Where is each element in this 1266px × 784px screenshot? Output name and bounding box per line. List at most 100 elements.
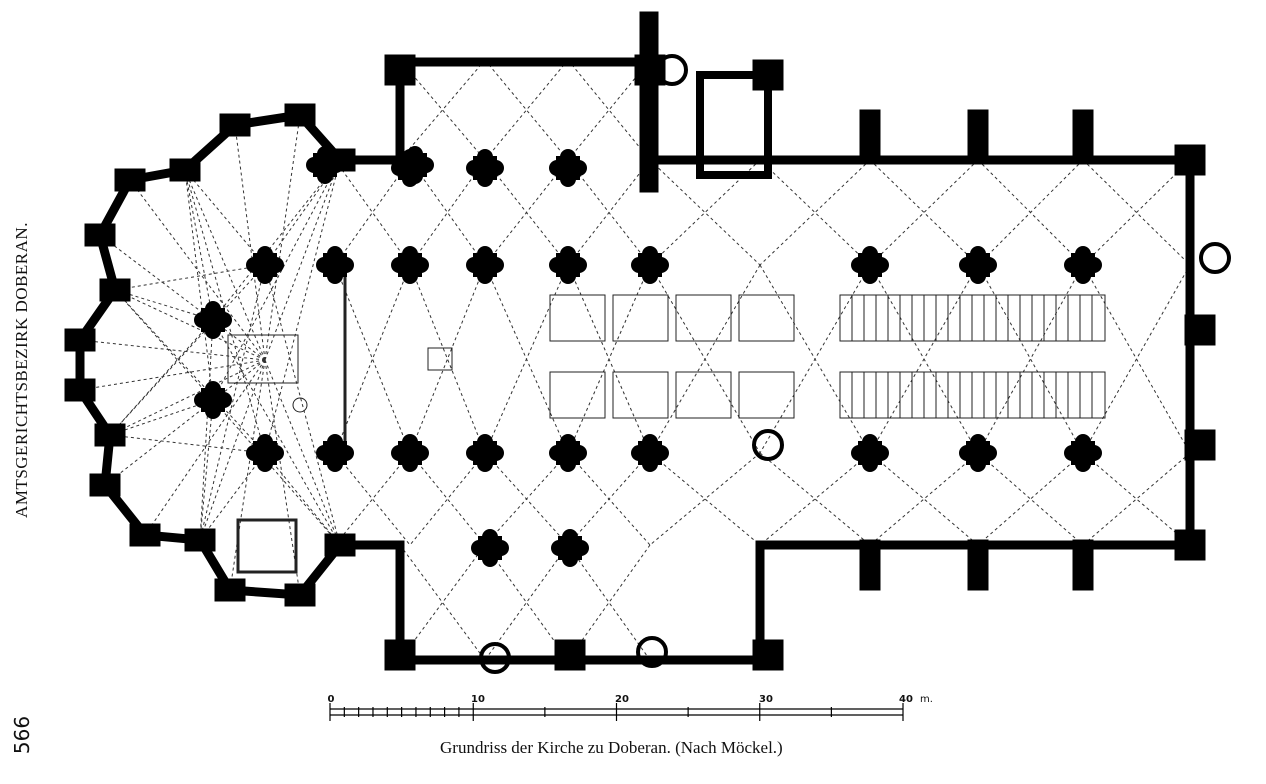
rib <box>99 234 266 361</box>
pier-shaft <box>407 168 423 184</box>
rib <box>114 289 266 454</box>
pier-shaft <box>402 456 418 472</box>
pier-shaft <box>246 445 262 461</box>
rib <box>409 264 486 454</box>
pier-shaft <box>205 301 221 317</box>
pier-shaft <box>477 149 493 165</box>
buttress <box>214 578 246 602</box>
pier-shaft <box>862 268 878 284</box>
pew-block <box>675 294 732 342</box>
stair-turret <box>752 429 784 461</box>
pier-shaft <box>551 540 567 556</box>
pier-shaft <box>246 257 262 273</box>
pier-shaft <box>560 149 576 165</box>
buttress <box>169 158 201 182</box>
rib <box>79 339 266 361</box>
pier-shaft <box>851 257 867 273</box>
pier-shaft <box>1075 268 1091 284</box>
pew-block <box>549 371 606 419</box>
vault-ribs <box>79 59 1191 661</box>
buttress <box>967 109 989 161</box>
pier-shaft <box>571 445 587 461</box>
pier-shaft <box>1075 246 1091 262</box>
pier-shaft <box>562 529 578 545</box>
pier-shaft <box>317 146 333 162</box>
high-altar <box>227 334 299 384</box>
pier-shaft <box>1086 257 1102 273</box>
caption: Grundriss der Kirche zu Doberan. (Nach M… <box>440 738 783 757</box>
piers <box>194 146 1102 567</box>
rib <box>334 452 411 546</box>
pier-shaft <box>471 540 487 556</box>
pier-shaft <box>851 445 867 461</box>
pier-shaft <box>482 529 498 545</box>
pier-shaft <box>642 246 658 262</box>
buttress <box>89 473 121 497</box>
rib <box>334 452 411 546</box>
pier-shaft <box>873 445 889 461</box>
rib <box>212 399 341 546</box>
font <box>292 397 308 413</box>
pier-shaft <box>549 445 565 461</box>
pew-block <box>738 371 795 419</box>
pier-shaft <box>1064 445 1080 461</box>
rib <box>264 264 341 546</box>
rib <box>759 159 871 266</box>
pier-shaft <box>216 312 232 328</box>
rib <box>409 452 486 546</box>
pier-shaft <box>642 456 658 472</box>
pier-shaft <box>205 381 221 397</box>
pier-shaft <box>466 257 482 273</box>
pier-shaft <box>257 434 273 450</box>
buttress <box>129 523 161 547</box>
stair-turret <box>636 636 668 668</box>
pier-shaft <box>477 434 493 450</box>
rib <box>212 319 341 546</box>
buttress <box>554 639 586 671</box>
buttress <box>1174 144 1206 176</box>
pier-shaft <box>631 257 647 273</box>
pier-shaft <box>653 445 669 461</box>
pew-block <box>549 294 606 342</box>
pier-shaft <box>328 157 344 173</box>
pier-shaft <box>970 456 986 472</box>
pier-shaft <box>560 268 576 284</box>
side-title: AMTSGERICHTSBEZIRK DOBERAN. <box>12 222 31 518</box>
pier-shaft <box>327 246 343 262</box>
pew-block <box>612 294 669 342</box>
pew-block <box>612 371 669 419</box>
pier-shaft <box>477 456 493 472</box>
rib <box>484 59 569 161</box>
pier-shaft <box>873 257 889 273</box>
rib <box>114 289 214 401</box>
page-number: 566 <box>10 715 34 755</box>
rib <box>184 169 214 401</box>
pier-shaft <box>402 268 418 284</box>
rib <box>759 159 871 266</box>
rib <box>109 359 266 436</box>
pier-shaft <box>194 392 210 408</box>
rib <box>264 452 341 546</box>
buttress <box>752 639 784 671</box>
scale-tick-label: 20 <box>615 694 629 705</box>
pier-shaft <box>216 392 232 408</box>
rib <box>409 264 486 454</box>
pier-shaft <box>391 257 407 273</box>
apse-wall <box>75 110 344 600</box>
rib <box>109 264 266 436</box>
pier-shaft <box>560 171 576 187</box>
rib <box>484 452 569 546</box>
pier-shaft <box>560 434 576 450</box>
buttress <box>1174 529 1206 561</box>
stair-turret <box>1199 242 1231 274</box>
rib <box>229 359 266 591</box>
pier-shaft <box>642 268 658 284</box>
pier-shaft <box>959 257 975 273</box>
buttress <box>99 278 131 302</box>
pier-shaft <box>981 257 997 273</box>
pier-shaft <box>418 157 434 173</box>
pier-shaft <box>327 434 343 450</box>
pier-shaft <box>488 445 504 461</box>
pier-shaft <box>560 456 576 472</box>
